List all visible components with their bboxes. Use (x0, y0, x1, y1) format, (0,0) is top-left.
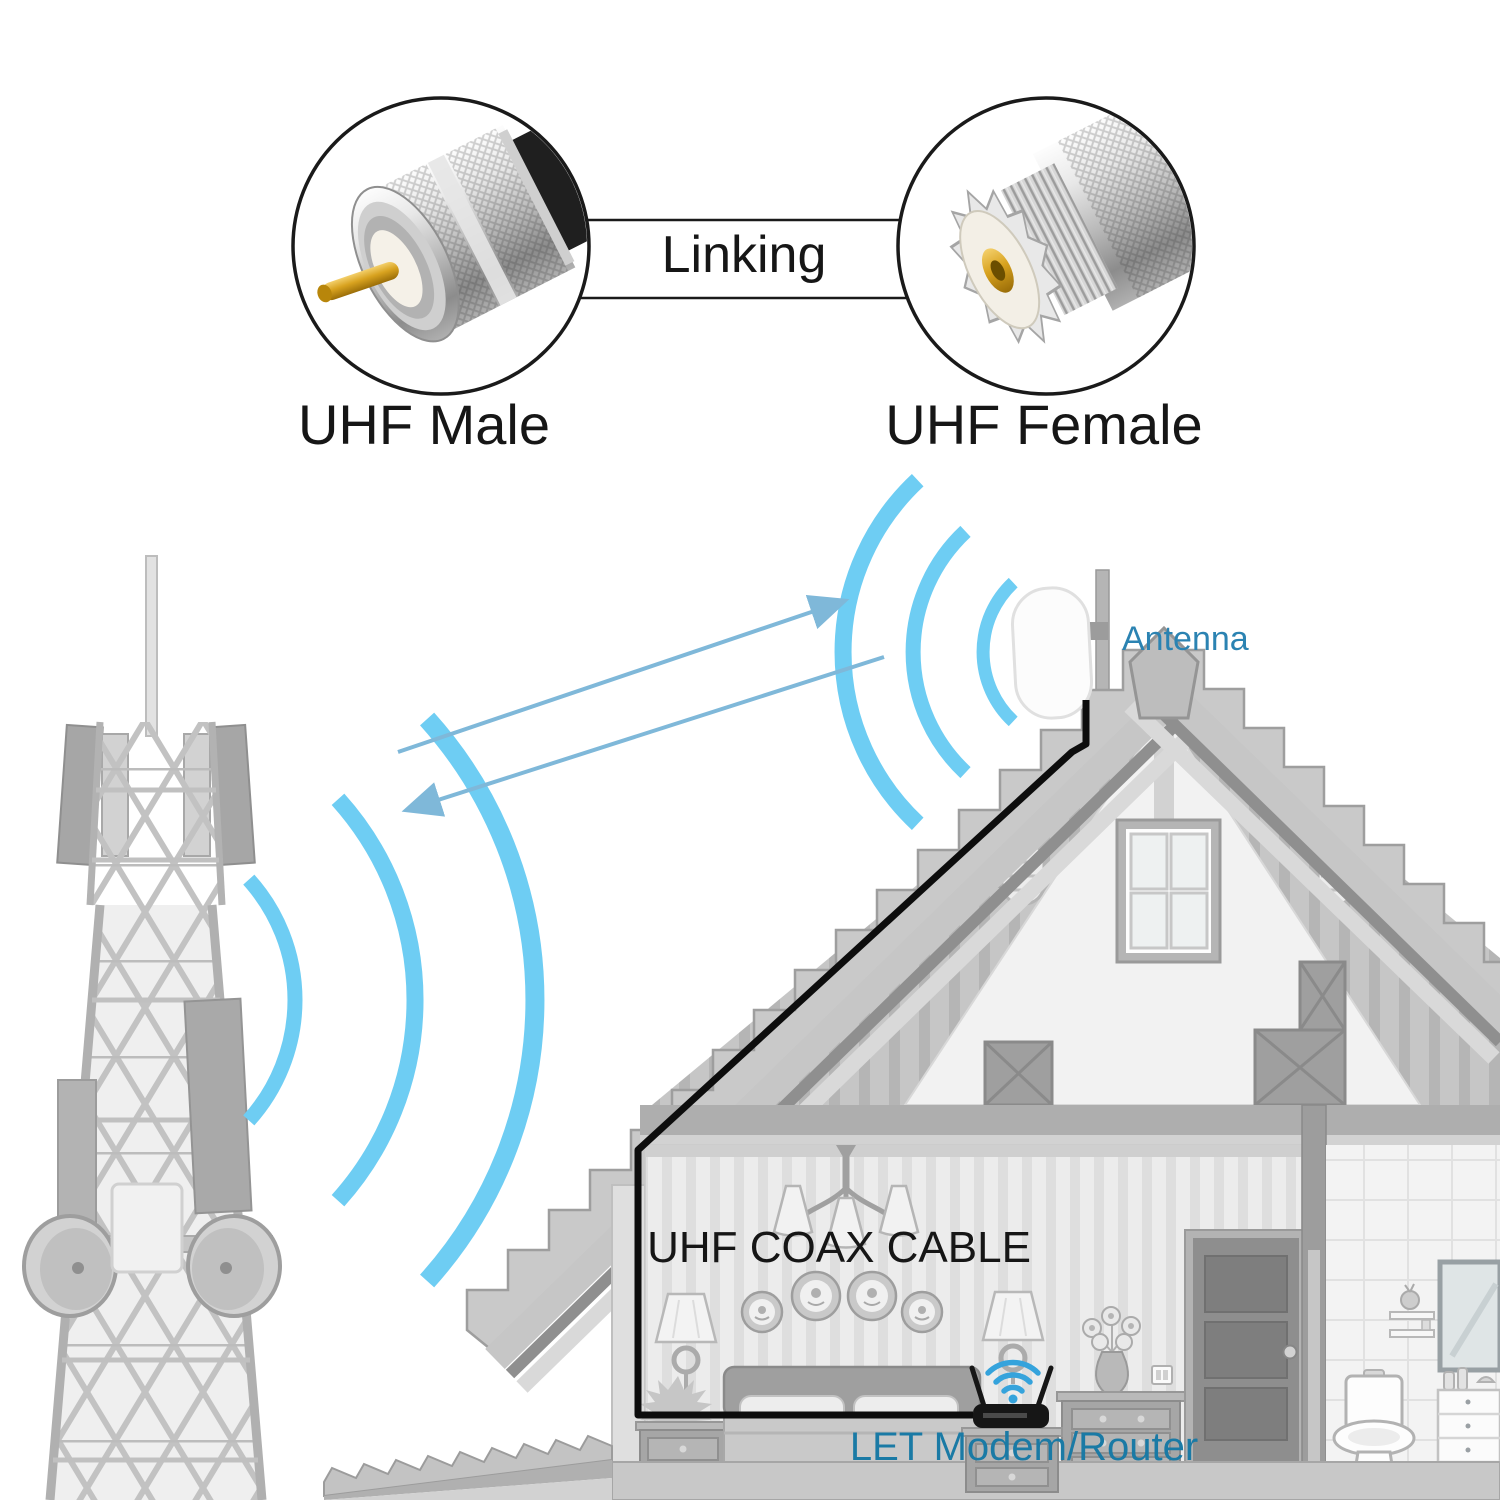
uhf-female-connector (949, 100, 1192, 345)
tower-side-panel-right (183, 997, 253, 1215)
bedroom-door (1184, 1229, 1308, 1463)
signal-arrows (397, 594, 885, 817)
router-antennas (969, 1365, 1054, 1409)
tower-dish-left (22, 1214, 118, 1318)
house-cutaway (323, 569, 1500, 1500)
tower-side-panel-left (57, 1079, 97, 1231)
linking-label: Linking (662, 226, 827, 284)
plate-icon (846, 1270, 898, 1322)
plate-icon (790, 1270, 842, 1322)
coax-cable (634, 700, 1090, 1419)
outdoor-antenna: Antenna (1010, 586, 1249, 720)
connector-diagram: Linking (291, 96, 1203, 456)
bedside-lamp-left (654, 1292, 718, 1398)
attic-window (1115, 818, 1222, 964)
roof-ridge-cap (1128, 625, 1200, 720)
wave-arc-icon (976, 577, 1018, 727)
plate-icon (900, 1290, 944, 1334)
signal-waves-tower (243, 712, 545, 1288)
wave-arc-icon (420, 712, 545, 1288)
divider-trim (1308, 1250, 1320, 1462)
tower-top-frame (86, 721, 226, 906)
wall-plates (740, 1270, 944, 1334)
wave-arc-icon (243, 874, 303, 1126)
antenna-label: Antenna (1122, 620, 1249, 658)
door-knob (1282, 1344, 1298, 1360)
antenna-panel (1010, 586, 1094, 720)
signal-waves-antenna (834, 473, 1018, 831)
bedroom-cornice (645, 1145, 1302, 1157)
cell-tower (22, 555, 282, 1500)
arrow-up-right-icon (397, 594, 850, 754)
router-nightstand (961, 1427, 1063, 1493)
flower-vase (1082, 1306, 1141, 1393)
coax-cable-label: UHF COAX CABLE (647, 1223, 1031, 1272)
bathroom (1326, 1145, 1500, 1492)
wave-arc-icon (331, 793, 424, 1207)
tower-equipment-box-lower (110, 1182, 184, 1274)
attic-floor-trim (640, 1135, 1500, 1145)
arrow-down-left-icon (401, 655, 885, 817)
roof-right (1124, 648, 1500, 1064)
bathroom-shelf (1389, 1283, 1435, 1338)
attic-crates (983, 960, 1347, 1107)
tower-dish-right (186, 1214, 282, 1318)
light-switch (1151, 1365, 1173, 1385)
chandelier (772, 1145, 920, 1249)
wifi-icon (985, 1359, 1041, 1404)
uhf-female-label: UHF Female (885, 393, 1202, 456)
modem-router: LET Modem/Router (850, 1359, 1198, 1493)
router-label: LET Modem/Router (850, 1425, 1198, 1469)
attic-floor-band (640, 1105, 1500, 1135)
wave-arc-icon (905, 525, 971, 779)
uhf-male-label: UHF Male (298, 393, 550, 456)
porch-roof (323, 1434, 613, 1500)
plate-icon (740, 1290, 784, 1334)
wall-lamp-right (981, 1290, 1045, 1384)
wave-arc-icon (834, 473, 924, 831)
bathroom-mirror (1437, 1259, 1500, 1373)
router-leds (983, 1413, 1027, 1418)
tower-mast (145, 555, 158, 737)
